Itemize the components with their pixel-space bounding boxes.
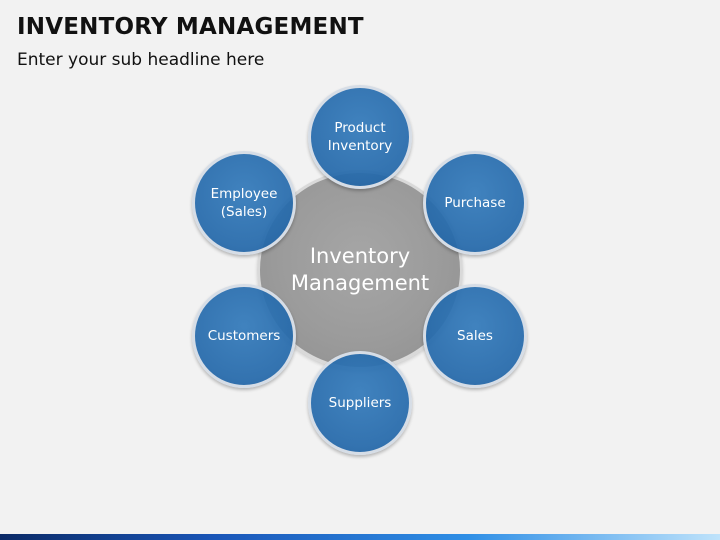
node-label: Purchase [444, 195, 506, 211]
node-purchase: Purchase [423, 151, 527, 255]
node-label: Product Inventory [327, 120, 393, 154]
page-title: INVENTORY MANAGEMENT [17, 14, 364, 40]
node-label: Sales [457, 328, 493, 344]
node-label: Customers [207, 328, 281, 344]
node-sales: Sales [423, 284, 527, 388]
page-subtitle: Enter your sub headline here [17, 50, 265, 70]
node-product-inventory: Product Inventory [308, 85, 412, 189]
node-customers: Customers [192, 284, 296, 388]
footer-gradient-bar [0, 534, 720, 540]
node-employee-sales: Employee (Sales) [192, 151, 296, 255]
node-label: Suppliers [328, 395, 392, 411]
node-suppliers: Suppliers [308, 351, 412, 455]
node-label: Employee (Sales) [210, 186, 278, 220]
